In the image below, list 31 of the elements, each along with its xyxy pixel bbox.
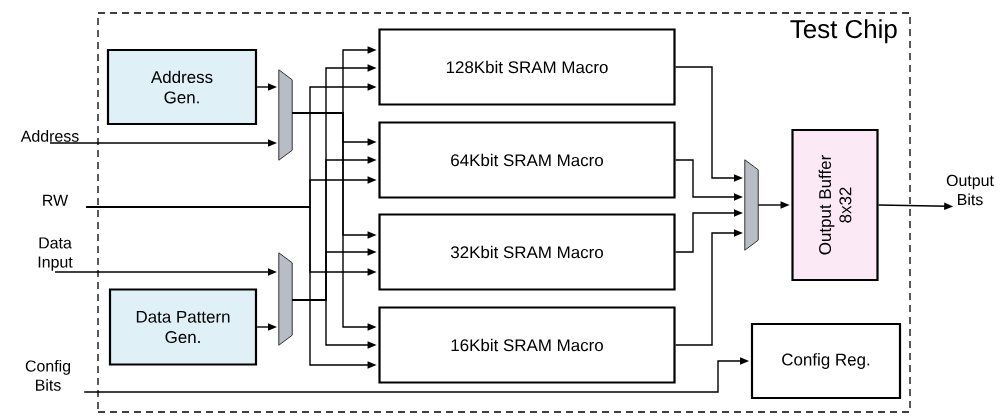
memory-box: 64Kbit SRAM Macro [378,121,676,199]
connector-arrow [757,201,790,209]
connector-arrow [674,66,743,182]
generator-box: Data Pattern Gen. [108,288,258,366]
input-label: Address [20,130,79,142]
connector-arrow [674,159,743,201]
connector-arrow [291,112,377,331]
multiplexer [278,252,293,346]
input-label: RW [43,194,69,206]
connector-arrow [674,229,743,346]
connector-arrow [83,357,750,393]
memory-box: 128Kbit SRAM Macro [378,28,676,106]
memory-box: 16Kbit SRAM Macro [378,306,676,384]
connector-arrow [85,206,377,369]
multiplexer [278,69,293,161]
multiplexer [744,159,759,251]
connector-arrow [291,299,377,349]
connector-arrow [877,202,954,210]
memory-box: 32Kbit SRAM Macro [378,213,676,291]
buffer-box: Output Buffer 8x32 [791,128,879,282]
connector-arrow [256,83,277,91]
connector-arrow [49,139,277,147]
input-label: Config Bits [25,360,70,391]
connector-arrow [256,323,277,331]
input-label: Data Input [38,237,73,271]
output-label: Output Bits [946,174,994,206]
connector-arrow [54,268,277,276]
register-box: Config Reg. [750,322,902,400]
generator-box: Address Gen. [106,48,258,126]
connector-arrow [674,209,743,253]
chip-title: Test Chip [790,19,897,44]
